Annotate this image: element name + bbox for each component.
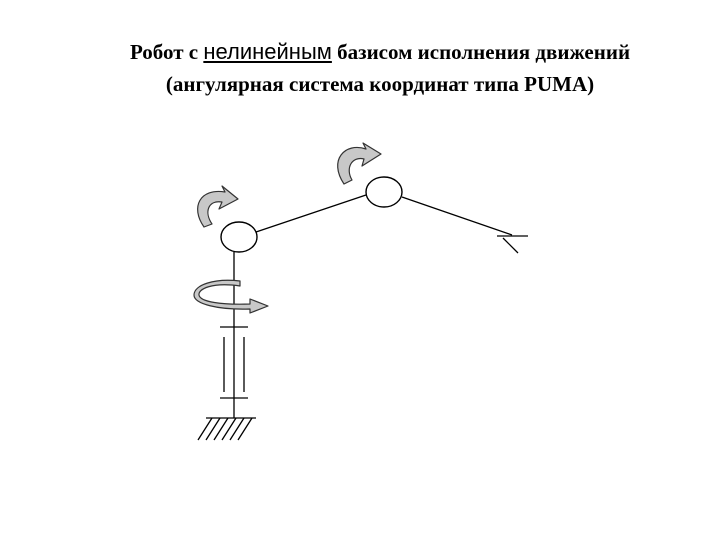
title-line-1: Робот с нелинейным базисом исполнения дв… bbox=[40, 36, 720, 68]
title-emphasis: нелинейным bbox=[203, 39, 332, 64]
elbow-joint bbox=[365, 176, 403, 208]
shoulder-joint bbox=[220, 221, 258, 253]
slide-title: Робот с нелинейным базисом исполнения дв… bbox=[40, 36, 720, 100]
upper-arm-link bbox=[255, 194, 367, 233]
base-column bbox=[220, 252, 248, 418]
gripper-tool bbox=[497, 235, 528, 254]
robot-links bbox=[255, 194, 513, 236]
title-prefix: Робот с bbox=[129, 40, 204, 64]
shoulder-rotation-arrow-icon bbox=[197, 185, 239, 228]
elbow-rotation-arrow-icon bbox=[337, 142, 382, 185]
ground-base bbox=[197, 417, 256, 441]
robot-joints bbox=[220, 176, 403, 253]
forearm-link bbox=[401, 196, 513, 236]
waist-rotation-arrow-icon bbox=[193, 279, 269, 314]
title-suffix: базисом исполнения движений bbox=[331, 40, 631, 64]
title-line-2: (ангулярная система координат типа PUMA) bbox=[165, 72, 595, 96]
